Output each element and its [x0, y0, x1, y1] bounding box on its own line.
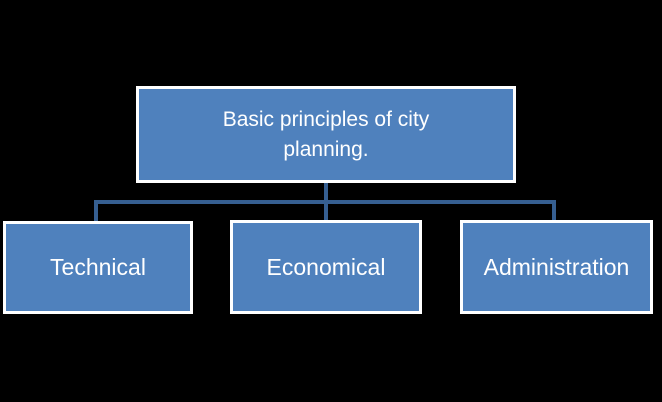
connector-horizontal-bar	[94, 200, 556, 204]
connector-drop-administration	[552, 200, 556, 221]
node-label-technical: Technical	[50, 254, 146, 280]
node-label-basic-principles: Basic principles of city planning.	[222, 107, 430, 161]
connector-drop-technical	[94, 200, 98, 222]
node-basic-principles: Basic principles of city planning.	[136, 86, 516, 183]
node-label-administration: Administration	[483, 253, 630, 280]
node-administration: Administration	[460, 220, 653, 314]
node-label-economical: Economical	[266, 253, 386, 280]
node-technical: Technical	[3, 221, 193, 314]
node-economical: Economical	[230, 220, 422, 314]
